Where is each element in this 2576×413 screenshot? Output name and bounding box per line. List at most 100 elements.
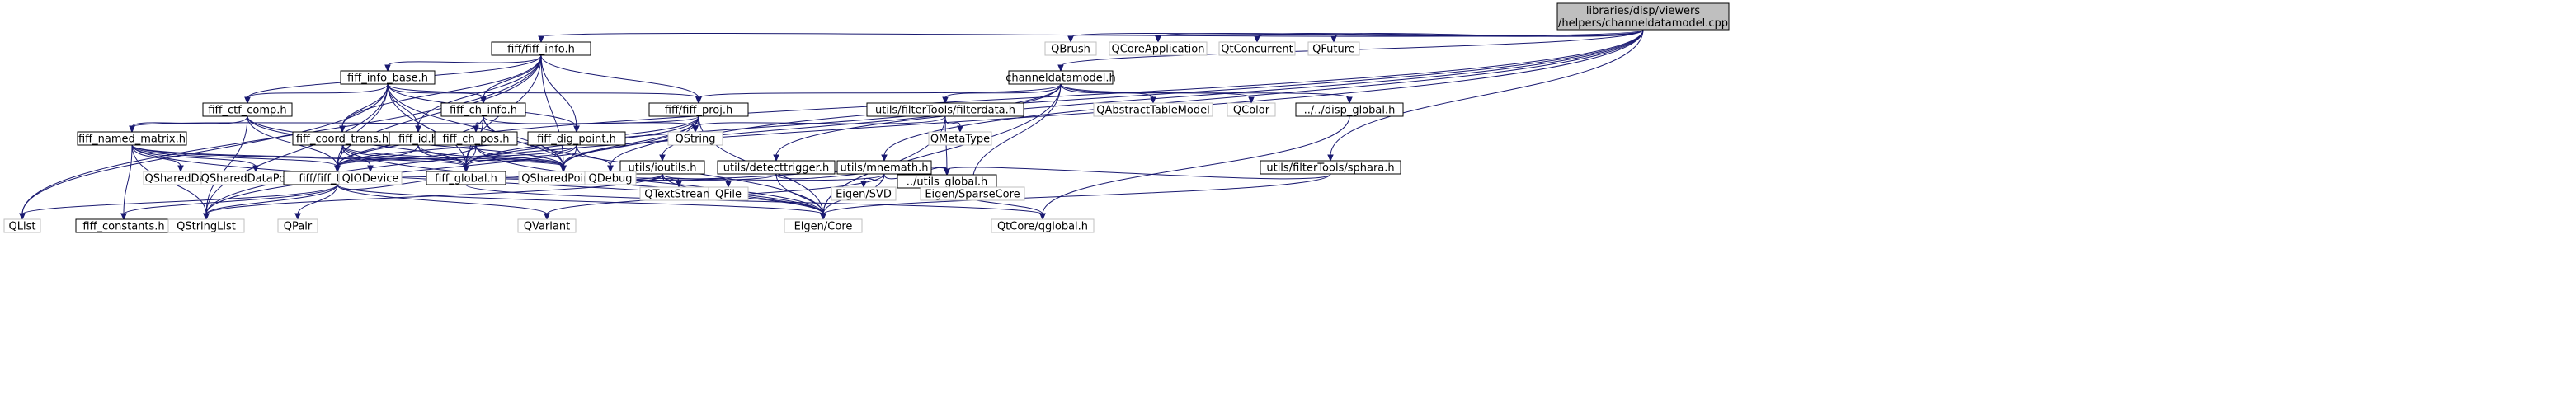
node-detecttrigger-h[interactable]: utils/detecttrigger.h [717,160,836,175]
node-qtcore-qglobal: QtCore/qglobal.h [991,218,1095,233]
node-label: libraries/disp/viewers [1586,5,1700,17]
edge-fiff_info_h-to-fiff_dig_point_h [540,54,580,134]
node-label: Eigen/SparseCore [925,189,1020,201]
node-ioutils-h[interactable]: utils/ioutils.h [619,160,705,175]
node-box [527,131,626,146]
node-label: utils/detecttrigger.h [723,162,829,175]
node-box [784,218,863,233]
node-label: fiff/fiff_info.h [507,44,575,56]
node-root[interactable]: libraries/disp/viewers/helpers/channelda… [1556,2,1730,31]
node-sphara-h[interactable]: utils/filterTools/sphara.h [1260,160,1401,175]
node-qshareddata: QSharedData [143,171,219,185]
edge-fiff_info_base_h-to-fiff_coord_trans_h [339,83,389,134]
node-box [77,131,187,146]
node-label: Eigen/SVD [836,189,892,201]
node-layer: libraries/disp/viewers/helpers/channelda… [3,2,1730,233]
node-fiff-dig-point-h[interactable]: fiff_dig_point.h [527,131,626,146]
edge-fiff_dig_point_h-to-fiff_global_h [463,144,577,173]
node-box [831,186,897,201]
node-label: QTextStream [644,189,713,201]
edge-root-to-qcoreapp [1155,29,1644,44]
edge-fiff_info_h-to-fiff_info_base_h [384,54,542,73]
node-fiff-id-h[interactable]: fiff_id.h [389,131,448,146]
node-label: utils/ioutils.h [629,162,697,175]
edge-fiff_ctf_comp_h-to-qstringlist [203,115,248,221]
edge-channeldatamodel_h-to-qsharedpointer [560,83,1062,173]
node-fiff-constants-h[interactable]: fiff_constants.h [75,218,172,233]
node-box [167,218,245,233]
node-fiff-ch-info-h[interactable]: fiff_ch_info.h [440,102,526,117]
node-label: fiff_info_base.h [347,73,428,85]
edge-fiff_named_matrix_h-to-fiff_constants_h [120,144,133,221]
node-qiodevice: QIODevice [338,171,403,185]
node-fiff-global-h[interactable]: fiff_global.h [426,171,506,185]
edge-fiff_dig_point_h-to-fiff_types_h [334,144,577,173]
node-channeldatamodel-h[interactable]: channeldatamodel.h [1005,70,1116,85]
node-box [1307,41,1360,56]
edge-fiff_info_base_h-to-fiff_id_h [387,83,421,134]
node-qpair: QPair [277,218,318,233]
edge-root-to-qtconcurrent [1254,29,1644,44]
node-fiff-info-h[interactable]: fiff/fiff_info.h [491,41,591,56]
node-eigen-core: Eigen/Core [784,218,863,233]
node-box [338,171,403,185]
node-box [717,160,836,175]
node-label: fiff_ch_pos.h [443,134,510,146]
node-label: utils/filterTools/sphara.h [1266,162,1394,175]
node-mnemath-h[interactable]: utils/mnemath.h [836,160,932,175]
node-label: ../../disp_global.h [1304,105,1396,117]
node-fiff-ch-pos-h[interactable]: fiff_ch_pos.h [434,131,518,146]
node-label: QDebug [589,173,633,185]
node-label: QString [675,134,715,146]
node-filterdata-h[interactable]: utils/filterTools/filterdata.h [866,102,1024,117]
node-box [1218,41,1296,56]
node-label: QFile [715,189,742,201]
edge-fiff_ch_pos_h-to-qsharedpointer [475,144,567,173]
node-label: QBrush [1051,44,1090,56]
node-label: utils/filterTools/filterdata.h [875,105,1015,117]
node-label: utils/mnemath.h [841,162,929,175]
node-label: QPair [284,221,313,233]
edge-fiff_types_h-to-qvariant [337,184,550,221]
node-qstringlist: QStringList [167,218,245,233]
node-box [866,102,1024,117]
node-fiff-coord-trans-h[interactable]: fiff_coord_trans.h [292,131,393,146]
node-fiff-ctf-comp-h[interactable]: fiff_ctf_comp.h [202,102,293,117]
node-label: fiff_named_matrix.h [78,134,186,146]
node-box [584,171,637,185]
node-label: QSharedData [144,173,216,185]
edge-fiff_coord_trans_h-to-qiodevice [341,144,374,173]
node-utils-global-h[interactable]: ../utils_global.h [897,174,997,189]
node-label: QMetaType [930,134,990,146]
node-label: QAbstractTableModel [1096,105,1209,117]
node-fiff-info-base-h[interactable]: fiff_info_base.h [340,70,436,85]
node-qstring: QString [667,131,723,146]
node-fiff-named-matrix-h[interactable]: fiff_named_matrix.h [77,131,187,146]
edge-fiff_types_h-to-eigen_core [337,184,826,221]
edge-root-to-fiff_info_h [538,29,1644,44]
node-box [991,218,1095,233]
node-box [517,218,577,233]
node-fiff-proj-h[interactable]: fiff/fiff_proj.h [648,102,749,117]
edge-fiff_types_h-to-qlist [19,184,338,221]
node-box [3,218,41,233]
edge-fiff_dig_point_h-to-qdebug [576,144,614,173]
node-disp-global-h[interactable]: ../../disp_global.h [1295,102,1404,117]
edge-channeldatamodel_h-to-disp_global_h [1060,83,1353,105]
edge-fiff_types_h-to-fiff_constants_h [120,184,338,221]
node-label: QFuture [1312,44,1355,56]
edge-fiff_info_base_h-to-fiff_ch_info_h [387,83,487,105]
edge-fiff_types_h-to-qstringlist [203,184,338,221]
node-box [340,70,436,85]
node-box [648,102,749,117]
node-qdebug: QDebug [584,171,637,185]
node-box [1008,70,1114,85]
node-label: fiff_constants.h [82,221,164,233]
node-label: /helpers/channeldatamodel.cpp [1558,17,1728,30]
edge-fiff_info_base_h-to-fiff_ctf_comp_h [244,83,389,105]
node-box [1260,160,1401,175]
node-box [1109,41,1208,56]
node-box [619,160,705,175]
node-box [1044,41,1097,56]
